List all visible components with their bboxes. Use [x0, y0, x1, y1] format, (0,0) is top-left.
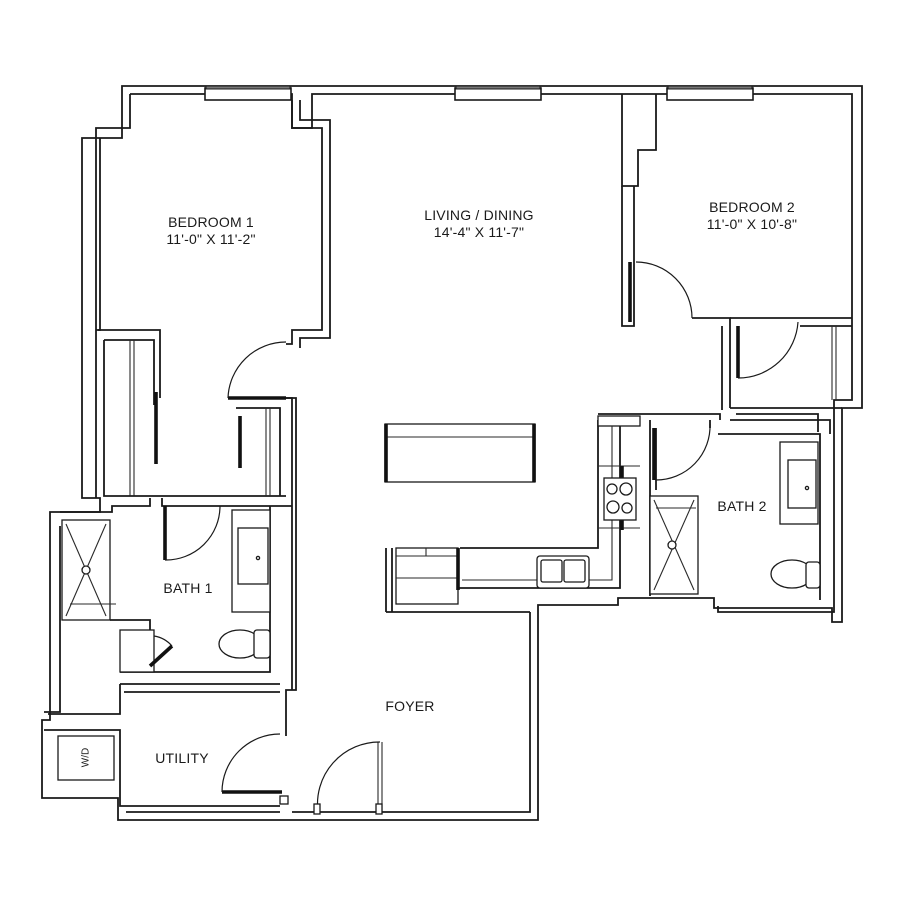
kitchen [384, 415, 641, 612]
kitchen-island [384, 423, 536, 483]
bedroom-2-walls [730, 317, 852, 434]
room-name: BEDROOM 1 [168, 214, 254, 230]
window-bedroom-2 [666, 87, 754, 101]
bath-1 [60, 498, 292, 673]
utility [44, 683, 289, 807]
window-living [454, 87, 542, 101]
kitchen-counter-top [597, 415, 641, 427]
cooktop [603, 477, 637, 521]
room-name: UTILITY [155, 750, 209, 766]
room-name: BATH 1 [163, 580, 213, 596]
room-name: BATH 2 [717, 498, 767, 514]
foyer [313, 611, 530, 815]
room-label-living-dining: LIVING / DINING 14'-4" X 11'-7" [404, 207, 554, 241]
room-label-foyer: FOYER [370, 698, 450, 715]
room-name: LIVING / DINING [424, 207, 534, 223]
bedroom-1-walls [96, 100, 331, 497]
room-label-bath-1: BATH 1 [148, 580, 228, 597]
room-name: BEDROOM 2 [709, 199, 795, 215]
room-dimensions: 11'-0" X 10'-8" [706, 216, 798, 232]
washer-dryer-label: W/D [80, 747, 92, 768]
room-label-utility: UTILITY [142, 750, 222, 767]
room-label-bedroom-1: BEDROOM 1 11'-0" X 11'-2" [146, 214, 276, 248]
bath-2 [649, 420, 821, 600]
room-name: FOYER [385, 698, 435, 714]
room-label-bedroom-2: BEDROOM 2 11'-0" X 10'-8" [684, 199, 820, 233]
room-dimensions: 14'-4" X 11'-7" [433, 224, 525, 240]
room-dimensions: 11'-0" X 11'-2" [166, 231, 256, 247]
entry-door-swing [316, 741, 381, 813]
bath-1-closet [119, 629, 155, 673]
living-walls [285, 94, 731, 736]
washer-dryer [57, 735, 115, 781]
windows [204, 85, 754, 101]
window-bedroom-1 [204, 87, 292, 101]
room-label-bath-2: BATH 2 [702, 498, 782, 515]
